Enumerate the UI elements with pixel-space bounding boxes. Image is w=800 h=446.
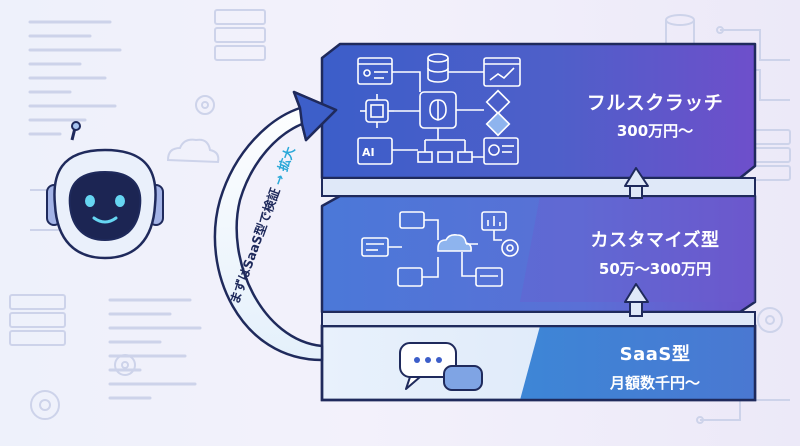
robot-mascot-icon: [46, 121, 164, 260]
tier-title: カスタマイズ型: [590, 230, 720, 251]
tier-customize: [320, 194, 757, 327]
code-lines-decoration: [28, 20, 202, 400]
tier-title: フルスクラッチ: [586, 92, 724, 114]
workflow-icon: [361, 211, 519, 287]
tier-customize-text: カスタマイズ型 50万〜300万円: [555, 226, 755, 279]
server-rack-decoration: [9, 9, 791, 346]
gear-icon-decoration: [30, 95, 783, 420]
system-architecture-icon: [357, 53, 521, 165]
tier-full-scratch-text: フルスクラッチ 300万円〜: [555, 88, 755, 141]
up-arrow-icon: [624, 167, 649, 199]
chat-bubbles-icon: [399, 342, 483, 391]
growth-arrow: まずはSaaS型で検証→ 拡大: [213, 90, 338, 362]
tier-saas: [320, 324, 757, 402]
up-arrow-icon: [624, 283, 649, 317]
tier-price: 50万〜300万円: [598, 260, 712, 278]
tier-price: 300万円〜: [616, 122, 694, 140]
tier-saas-text: SaaS型 月額数千円〜: [555, 340, 755, 393]
tier-price: 月額数千円〜: [609, 374, 700, 392]
ai-icon-label: AI: [362, 146, 375, 159]
tier-full-scratch: AI: [320, 42, 757, 197]
tier-title: SaaS型: [619, 344, 691, 365]
cloud-icon-decoration: [166, 138, 220, 164]
